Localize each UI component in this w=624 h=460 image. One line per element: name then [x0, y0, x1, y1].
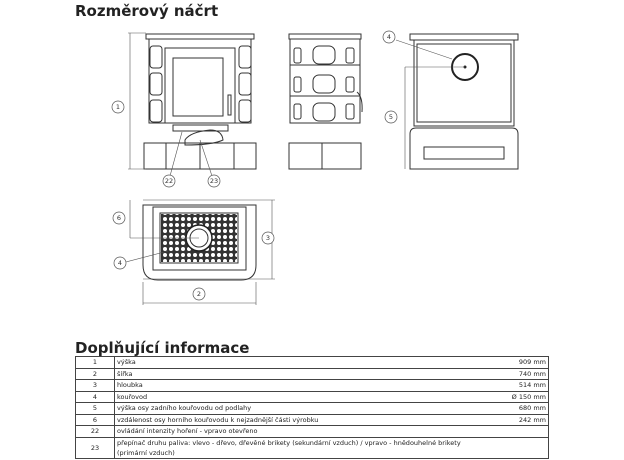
row-description: přepínač druhu paliva: vlevo - dřevo, dř… [114, 436, 484, 459]
row-description: šířka [114, 367, 484, 380]
row-description: ovládání intenzity hoření - vpravo otevř… [114, 425, 484, 438]
svg-text:22: 22 [165, 177, 173, 185]
callout-depth: 3 [261, 231, 275, 245]
row-description: vzdálenost osy horního kouřovodu k nejza… [114, 413, 484, 426]
callout-flue-height: 5 [384, 110, 398, 124]
callout-width: 2 [192, 287, 206, 301]
row-description: hloubka [114, 379, 484, 392]
svg-text:5: 5 [389, 113, 393, 121]
callout-flue-top: 4 [113, 256, 127, 270]
side-view [288, 33, 363, 170]
row-number: 1 [75, 356, 115, 369]
row-value [484, 425, 549, 438]
row-value: 514 mm [484, 379, 549, 392]
svg-text:1: 1 [116, 103, 120, 111]
dimension-drawing: 1 22 23 4 5 6 4 3 2 [111, 30, 519, 305]
row-description: kouřovod [114, 390, 484, 403]
callout-flue-rear: 4 [382, 30, 396, 44]
svg-text:2: 2 [197, 290, 201, 298]
callout-fuel-switch: 23 [207, 174, 221, 188]
row-number: 4 [75, 390, 115, 403]
rear-view [395, 33, 519, 170]
row-value: Ø 150 mm [484, 390, 549, 403]
svg-text:23: 23 [210, 177, 218, 185]
row-value: 740 mm [484, 367, 549, 380]
svg-text:4: 4 [387, 33, 391, 41]
sketch-title: Rozměrový náčrt [75, 2, 219, 20]
svg-text:3: 3 [266, 234, 270, 242]
row-value [484, 436, 549, 459]
callout-combustion-control: 22 [162, 174, 176, 188]
row-number: 2 [75, 367, 115, 380]
row-value: 680 mm [484, 402, 549, 415]
svg-text:6: 6 [117, 214, 121, 222]
callout-flue-distance: 6 [112, 211, 126, 225]
svg-text:4: 4 [118, 259, 122, 267]
row-number: 5 [75, 402, 115, 415]
info-title: Doplňující informace [75, 339, 250, 357]
row-number: 22 [75, 425, 115, 438]
row-number: 3 [75, 379, 115, 392]
row-number: 23 [75, 436, 115, 459]
row-description: výška osy zadního kouřovodu od podlahy [114, 402, 484, 415]
top-view [125, 199, 275, 305]
row-number: 6 [75, 413, 115, 426]
callout-height: 1 [111, 100, 125, 114]
row-value: 242 mm [484, 413, 549, 426]
row-description: výška [114, 356, 484, 369]
row-value: 909 mm [484, 356, 549, 369]
front-view [128, 32, 257, 177]
